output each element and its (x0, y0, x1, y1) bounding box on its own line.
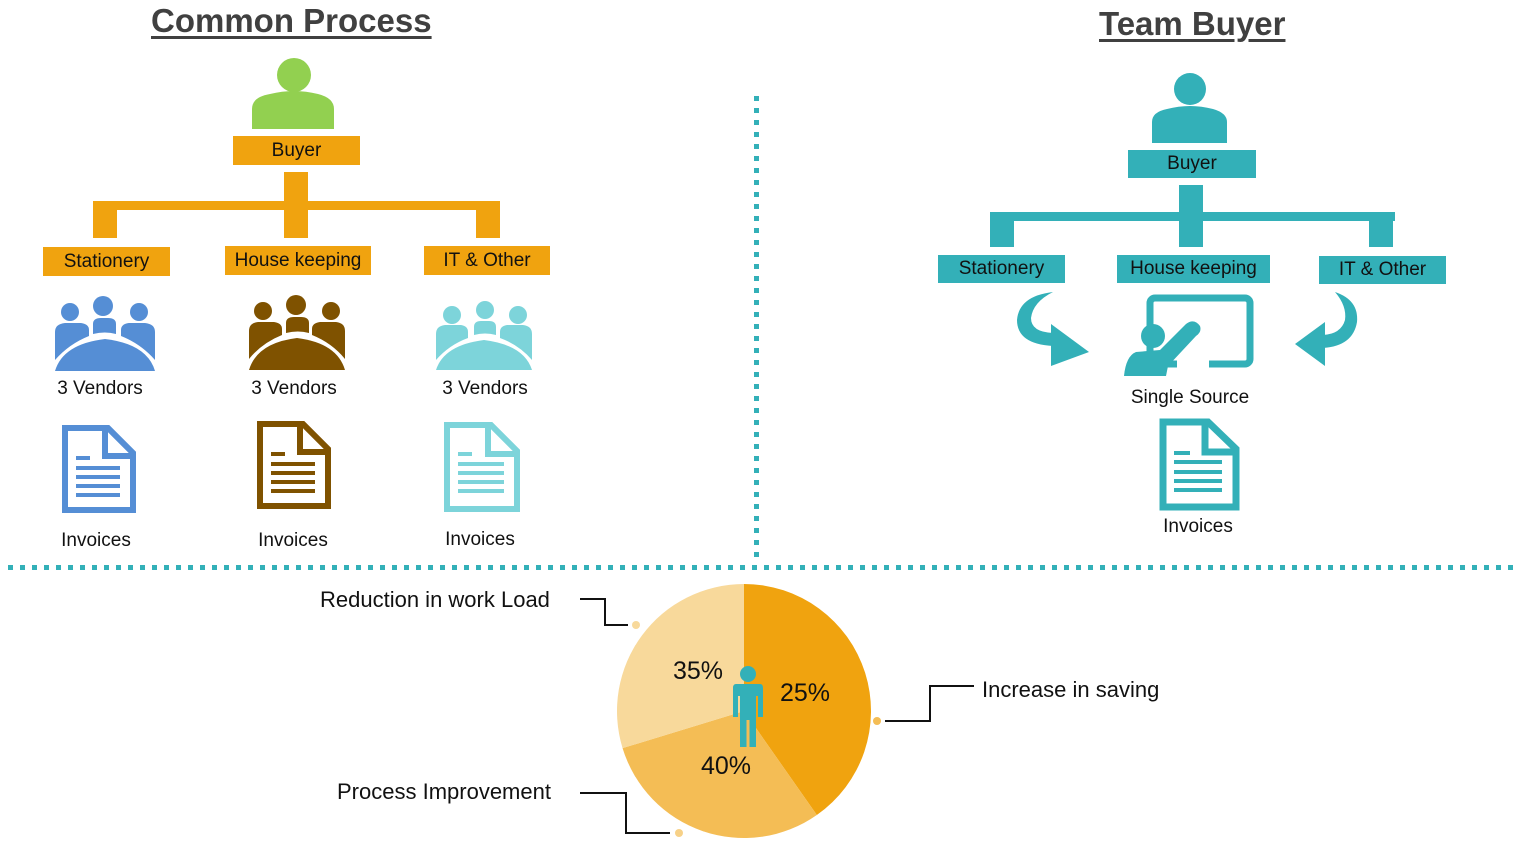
slice-label-25: 25% (780, 679, 831, 707)
presentation-board-icon (1124, 294, 1254, 376)
curved-arrow-left-icon (1295, 292, 1358, 366)
vendors-group-icon (249, 295, 345, 370)
horizontal-divider (8, 565, 1518, 570)
invoices-label: Invoices (445, 529, 515, 550)
leader-dot (873, 717, 881, 725)
leader-line-process (580, 792, 670, 834)
common-category-housekeeping: House keeping (225, 246, 371, 275)
vendors-count-label: 3 Vendors (442, 378, 528, 399)
vendors-count-label: 3 Vendors (57, 378, 143, 399)
team-category-it-other: IT & Other (1319, 256, 1446, 284)
invoices-label: Invoices (1163, 516, 1233, 537)
common-org-connector (93, 172, 500, 238)
invoices-label: Invoices (61, 530, 131, 551)
curved-arrow-right-icon (1017, 292, 1089, 366)
vendors-count-label: 3 Vendors (251, 378, 337, 399)
vendors-group-icon (436, 301, 532, 370)
callout-reduction-workload: Reduction in work Load (320, 587, 550, 612)
callout-process-improvement: Process Improvement (337, 779, 551, 804)
common-category-stationery: Stationery (43, 247, 170, 276)
buyer-person-icon (1152, 73, 1227, 143)
pie-slice-increase-in-saving (744, 584, 871, 816)
common-category-it-other: IT & Other (424, 246, 550, 275)
team-org-connector (990, 185, 1395, 247)
leader-dot (675, 829, 683, 837)
common-process-title: Common Process (151, 2, 432, 39)
team-category-stationery: Stationery (938, 255, 1065, 283)
leader-line-saving (885, 685, 974, 722)
team-buyer-label: Buyer (1167, 153, 1217, 174)
leader-dot (632, 621, 640, 629)
team-buyer-box: Buyer (1128, 150, 1256, 178)
vertical-divider (754, 96, 759, 558)
invoice-document-icon (257, 421, 331, 509)
invoice-document-icon (1159, 418, 1240, 511)
common-buyer-box: Buyer (233, 136, 360, 165)
pie-slice-process-improvement (622, 711, 817, 838)
pie-slice-reduction-in-work-load (617, 584, 744, 749)
callout-increase-saving: Increase in saving (982, 677, 1160, 702)
team-category-housekeeping: House keeping (1117, 255, 1270, 283)
slice-label-40: 40% (701, 752, 752, 780)
common-buyer-label: Buyer (271, 139, 322, 161)
team-buyer-title: Team Buyer (1099, 5, 1286, 42)
invoice-document-icon (62, 425, 136, 513)
buyer-person-icon (252, 58, 334, 129)
vendors-group-icon (55, 296, 155, 371)
person-icon (733, 666, 763, 747)
invoices-label: Invoices (258, 530, 328, 551)
slice-label-35: 35% (673, 657, 724, 685)
leader-line-reduction (580, 598, 628, 626)
invoice-document-icon (444, 422, 520, 512)
single-source-label: Single Source (1130, 387, 1250, 408)
